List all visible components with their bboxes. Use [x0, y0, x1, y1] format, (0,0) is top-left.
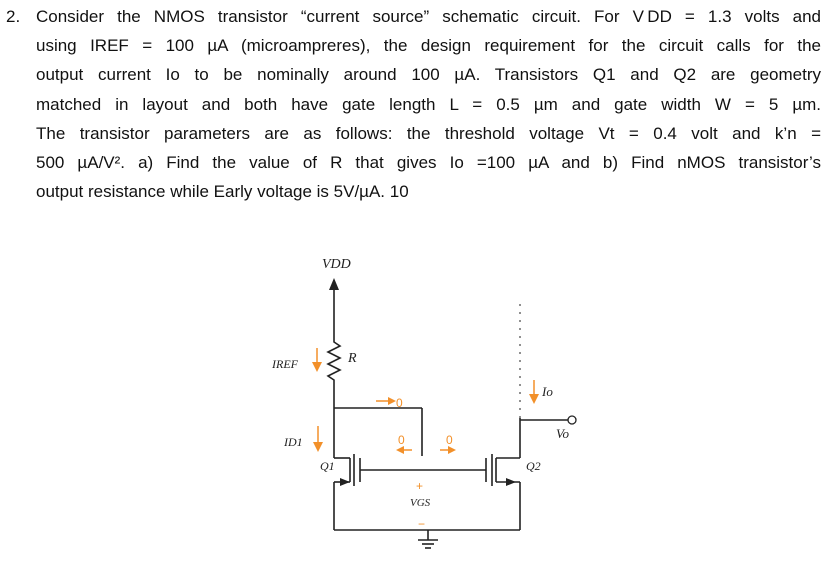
q1-label: Q1 [320, 459, 335, 473]
vdd-arrow-icon [329, 278, 339, 290]
q2-label: Q2 [526, 459, 541, 473]
q2-arrow-icon [506, 478, 516, 486]
problem-statement: 2. Consider the NMOS transistor “current … [6, 2, 821, 206]
io-label: Io [541, 384, 553, 399]
problem-line-6: 500 µA/V². a) Find the value of R that g… [36, 152, 821, 172]
problem-text-1: Consider the NMOS transistor “current so… [36, 7, 821, 26]
problem-line-3: output current Io to be nominally around… [36, 65, 821, 85]
current-mirror-schematic: VDD R IREF 0 ID1 Q1 0 0 + VGS − Q2 [271, 257, 577, 549]
zero-arrowhead-2-icon [396, 446, 404, 454]
iref-label: IREF [271, 357, 299, 371]
vgs-label: VGS [410, 497, 431, 509]
id1-label: ID1 [283, 435, 303, 449]
problem-line-1: 2. Consider the NMOS transistor “current … [6, 2, 821, 31]
iref-arrowhead-icon [312, 362, 322, 372]
id1-arrowhead-icon [313, 442, 323, 452]
vdd-label: VDD [322, 257, 351, 272]
q1-arrow-icon [340, 478, 350, 486]
output-terminal [567, 415, 577, 425]
resistor-r [326, 336, 342, 388]
zero-label-3: 0 [446, 433, 453, 447]
problem-line-2: using IREF = 100 µA (microampreres), the… [36, 36, 821, 56]
problem-line-5: The transistor parameters are as follows… [36, 123, 821, 143]
vgs-minus: − [418, 517, 425, 531]
zero-label-2: 0 [398, 433, 405, 447]
vo-label: Vo [556, 426, 570, 441]
zero-label-1: 0 [396, 396, 403, 410]
vgs-plus: + [416, 479, 423, 493]
io-arrowhead-icon [529, 394, 539, 404]
zero-arrowhead-1-icon [388, 397, 396, 405]
problem-line-7: output resistance while Early voltage is… [36, 182, 409, 202]
problem-number: 2. [6, 7, 21, 26]
r-label: R [347, 351, 357, 366]
problem-line-4: matched in layout and both have gate len… [36, 94, 821, 114]
zero-arrowhead-3-icon [448, 446, 456, 454]
